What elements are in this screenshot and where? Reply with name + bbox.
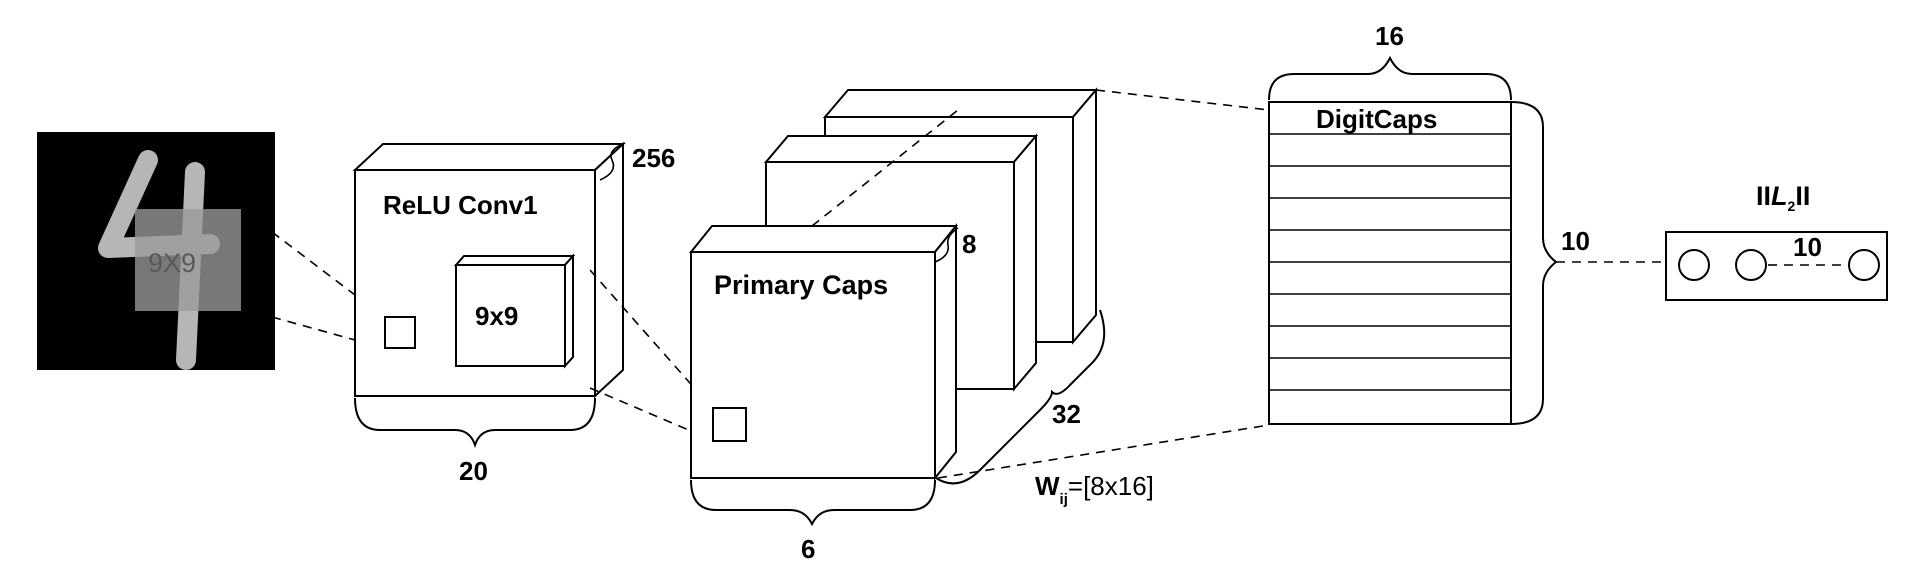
digitcaps-width-label: 16 xyxy=(1375,21,1404,51)
conv1-width-brace xyxy=(354,397,596,449)
conv1-kernel-label: 9x9 xyxy=(475,301,518,331)
output-capsule-1 xyxy=(1678,249,1710,281)
input-kernel-label: 9X9 xyxy=(148,248,196,278)
digitcaps-title: DigitCaps xyxy=(1316,104,1437,134)
primarycaps-depth-label: 8 xyxy=(962,229,976,259)
digitcaps-block xyxy=(1268,101,1512,425)
conv1-width-label: 20 xyxy=(459,456,488,486)
conv1-kernel-cube xyxy=(453,253,576,369)
primarycaps-to-digitcaps-connector-top xyxy=(1095,89,1270,111)
conv1-depth-brace xyxy=(599,142,626,181)
conv1-to-primarycaps-connector-bottom xyxy=(589,387,713,441)
primarycaps-title: Primary Caps xyxy=(714,270,888,300)
relu-conv1-title: ReLU Conv1 xyxy=(383,190,538,220)
digitcaps-rows-brace xyxy=(1510,101,1558,425)
conv1-depth-label: 256 xyxy=(632,143,675,173)
input-kernel-window xyxy=(135,209,241,311)
l2-norm-label: IIL2II xyxy=(1756,181,1810,214)
weights-label: Wij=[8x16] xyxy=(1035,471,1154,508)
digitcaps-row-dividers xyxy=(1269,133,1511,391)
primarycaps-block-front xyxy=(688,223,959,481)
primarycaps-width-brace xyxy=(690,479,936,527)
digitcaps-rows-label: 10 xyxy=(1561,226,1590,256)
primarycaps-receptive-field xyxy=(712,407,747,442)
relu-conv1-block xyxy=(352,141,626,399)
digitcaps-width-brace xyxy=(1268,55,1512,101)
primarycaps-depth-brace xyxy=(934,227,959,263)
primarycaps-count-brace xyxy=(935,309,1106,485)
input-digit-image: 9X9 xyxy=(37,132,275,370)
l2-count-label: 10 xyxy=(1793,232,1822,262)
output-capsule-2 xyxy=(1735,249,1767,281)
primarycaps-count-label: 32 xyxy=(1052,399,1081,429)
primarycaps-to-digitcaps-connector-bottom xyxy=(937,424,1270,479)
primarycaps-width-label: 6 xyxy=(801,534,815,564)
output-capsule-10 xyxy=(1848,249,1880,281)
l2-norm-output-box xyxy=(1665,231,1888,301)
conv1-receptive-field xyxy=(384,316,416,349)
